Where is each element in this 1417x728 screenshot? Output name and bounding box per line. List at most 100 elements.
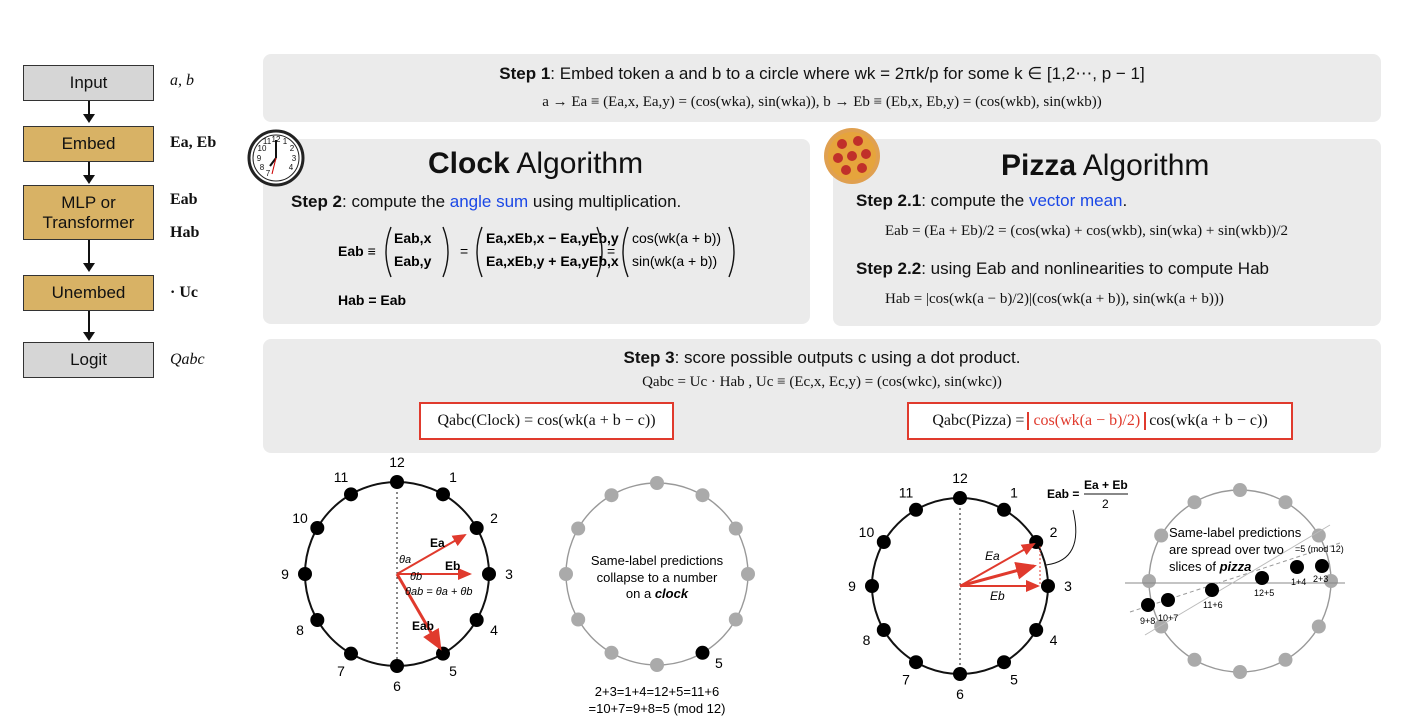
clock-label-ea: Ea	[430, 536, 445, 550]
dial-number: 6	[393, 678, 401, 694]
prediction-label: 2+3	[1313, 574, 1328, 584]
collapse-caption-l1: Same-label predictions	[591, 553, 724, 568]
mid-top: Ea,xEb,x − Ea,yEb,y	[486, 230, 619, 246]
dial-number: 11	[899, 484, 914, 500]
pizza-eab-num: Ea + Eb	[1084, 478, 1128, 492]
flow-arrow	[83, 240, 95, 272]
logit-box: Logit	[23, 342, 154, 378]
embed-box: Embed	[23, 126, 154, 162]
side-mlp-e: Eab	[170, 191, 198, 208]
dial-number: 3	[1064, 578, 1072, 594]
step1-heading: Step 1: Embed token a and b to a circle …	[263, 64, 1381, 84]
spread-diagram: Same-label predictions are spread over t…	[1125, 483, 1345, 679]
paren	[442, 226, 449, 278]
grey-dot	[728, 612, 743, 627]
clock-title-rest: Algorithm	[509, 147, 644, 180]
collapse-caption-l3-em: clock	[655, 586, 689, 601]
clock-step2-post: using multiplication.	[528, 192, 682, 211]
spread-mod-label: =5 (mod 12)	[1295, 544, 1344, 554]
svg-text:11: 11	[263, 137, 272, 146]
dial-number: 7	[337, 663, 345, 679]
clock-title: Clock Algorithm	[428, 147, 643, 181]
svg-text:12: 12	[272, 135, 281, 144]
vec-top: Eab,x	[394, 230, 432, 246]
pizza-eab-den: 2	[1102, 497, 1109, 511]
theta-b: θb	[410, 571, 422, 583]
grey-dot	[741, 567, 755, 581]
prediction-label: 9+8	[1140, 616, 1155, 626]
spread-caption-l3-pre: slices of	[1169, 559, 1220, 574]
collapse-point-label: 5	[715, 655, 723, 671]
pizza-icon	[824, 128, 880, 184]
equals: =	[607, 243, 615, 259]
side-unembed: · Uc	[170, 284, 198, 301]
prediction-label: 11+6	[1203, 600, 1223, 610]
dial-number: 7	[902, 672, 910, 688]
dial-dot	[876, 623, 891, 637]
clock-score-box: Qabc(Clock) = cos(wk(a + b − c))	[419, 402, 674, 440]
dial-number: 3	[505, 566, 513, 582]
grey-dot	[1278, 652, 1293, 667]
dial-number: 5	[449, 663, 457, 679]
dial-dot	[436, 646, 450, 661]
prediction-label: 1+4	[1291, 577, 1306, 587]
clock-step2: Step 2: compute the angle sum using mult…	[291, 192, 681, 212]
pizza-eq2: Hab = |cos(wk(a − b)/2)|(cos(wk(a + b)),…	[885, 291, 1224, 307]
dial-dot	[310, 521, 325, 535]
prediction-dot	[1290, 560, 1304, 574]
right-top: cos(wk(a + b))	[632, 230, 721, 246]
unembed-box: Unembed	[23, 275, 154, 311]
clock-title-bold: Clock	[428, 147, 510, 180]
grey-dot	[1187, 495, 1202, 510]
mlp-box: MLP or Transformer	[23, 185, 154, 240]
logit-label: Logit	[70, 350, 107, 369]
grey-dot	[695, 488, 710, 503]
dial-number: 12	[952, 470, 968, 486]
step1-text: : Embed token a and b to a circle where …	[550, 64, 1145, 83]
pizza-step22-text: : using Eab and nonlinearities to comput…	[921, 259, 1269, 278]
input-box: Input	[23, 65, 154, 101]
collapse-caption-l3-pre: on a	[626, 586, 655, 601]
pizza-score-box: Qabc(Pizza) = cos(wk(a − b)/2) cos(wk(a …	[907, 402, 1293, 440]
dial-dot	[436, 487, 450, 502]
dial-dot	[469, 613, 484, 627]
dial-dot	[909, 502, 923, 517]
dial-dot	[997, 655, 1011, 670]
step3-label: Step 3	[623, 348, 675, 367]
svg-text:slices of pizza: slices of pizza	[1169, 559, 1251, 574]
pizza-score-pre: Qabc(Pizza) =	[932, 412, 1025, 429]
dial-dot	[390, 659, 404, 673]
step1-label: Step 1	[499, 64, 551, 83]
grey-dot	[650, 658, 664, 672]
embed-label: Embed	[61, 134, 116, 153]
flow-arrow	[83, 311, 95, 341]
dial-number: 12	[389, 454, 405, 470]
h-eq: Hab = Eab	[338, 292, 406, 308]
theta-a: θa	[399, 554, 411, 566]
dial-dot	[1029, 535, 1044, 549]
dial-number: 9	[281, 566, 289, 582]
mlp-label-line1: MLP or	[61, 192, 116, 212]
collapse-diagram: 5 Same-label predictions collapse to a n…	[559, 476, 755, 716]
grey-dot	[1233, 665, 1247, 679]
dial-dot	[298, 567, 312, 581]
dial-number: 4	[1050, 632, 1058, 648]
dial-dot	[876, 535, 891, 549]
svg-text:4: 4	[289, 163, 294, 172]
collapse-eq-line2: =10+7=9+8=5 (mod 12)	[589, 701, 726, 716]
grey-dot	[1311, 528, 1326, 543]
svg-text:3: 3	[292, 154, 297, 163]
svg-text:8: 8	[260, 163, 265, 172]
step3-formula: Qabc = Uc · Hab , Uc ≡ (Ec,x, Ec,y) = (c…	[642, 374, 1002, 390]
dial-number: 5	[1010, 672, 1018, 688]
grey-dot	[1187, 652, 1202, 667]
grey-dot	[559, 567, 573, 581]
step1-panel: Step 1: Embed token a and b to a circle …	[263, 54, 1381, 122]
pizza-step21-pre: : compute the	[921, 191, 1029, 210]
dial-number: 8	[296, 622, 304, 638]
prediction-dot	[1255, 571, 1269, 585]
pizza-step21-post: .	[1122, 191, 1128, 210]
pizza-step22: Step 2.2: using Eab and nonlinearities t…	[856, 259, 1269, 279]
